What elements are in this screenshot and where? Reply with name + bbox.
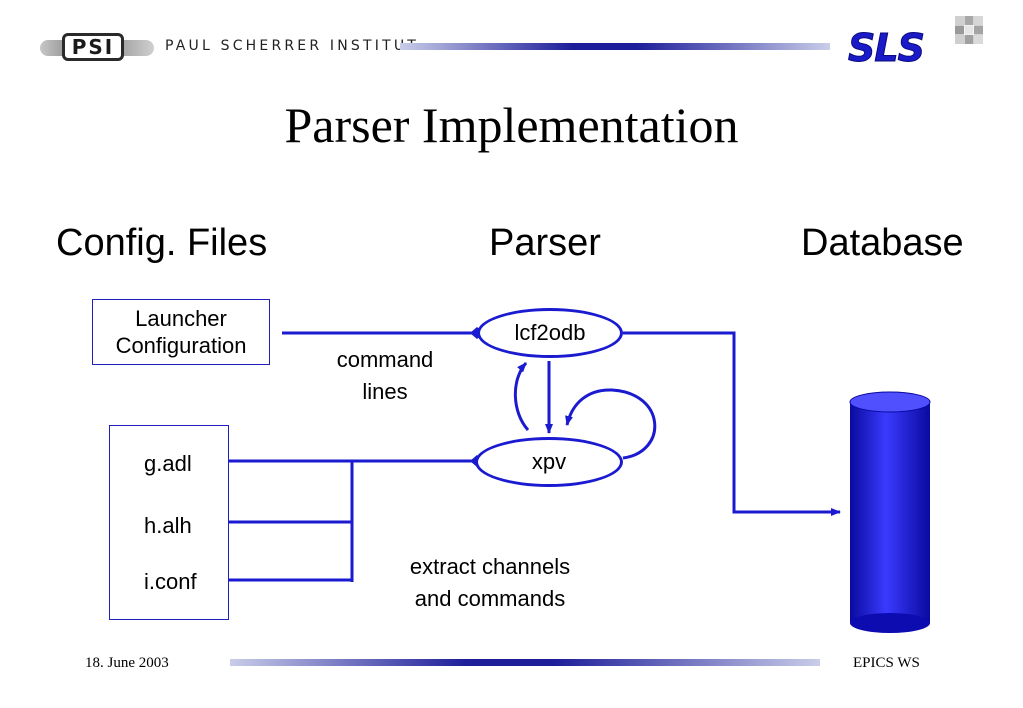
annotation-command-line1: command <box>336 347 434 372</box>
annotation-extract-channels: extract channels and commands <box>380 551 600 615</box>
footer-date: 18. June 2003 <box>85 655 169 671</box>
annotation-command-lines: command lines <box>315 344 455 408</box>
database-cylinder <box>849 391 931 633</box>
xpv-node: xpv <box>475 437 623 487</box>
xpv-label: xpv <box>531 449 567 474</box>
annotation-extract-line2: and commands <box>414 585 566 611</box>
annotation-command-line2: lines <box>362 378 408 404</box>
lcf2odb-label: lcf2odb <box>514 320 586 345</box>
file-iconf: i.conf <box>144 569 197 594</box>
sls-grid-icon <box>955 16 983 44</box>
footer-event: EPICS WS <box>853 655 920 671</box>
launcher-label-line1: Launcher <box>135 305 227 331</box>
file-gadl: g.adl <box>144 451 192 476</box>
launcher-configuration-box: Launcher Configuration <box>92 299 270 365</box>
annotation-extract-line1: extract channels <box>409 554 571 579</box>
column-heading-database: Database <box>801 222 964 264</box>
arrow-xpv-self-loop <box>565 388 657 460</box>
lcf2odb-node: lcf2odb <box>477 308 623 358</box>
slide-title: Parser Implementation <box>284 97 739 153</box>
config-files-box <box>109 425 229 620</box>
psi-logo: PSI <box>62 33 124 61</box>
launcher-label-line2: Configuration <box>115 333 247 358</box>
column-heading-parser: Parser <box>489 222 601 264</box>
arrow-xpv-to-lcf2odb <box>513 362 530 431</box>
header-gradient-line <box>400 43 830 50</box>
institute-name: PAUL SCHERRER INSTITUT <box>165 38 420 54</box>
sls-logo: SLS <box>848 26 926 71</box>
column-heading-config-files: Config. Files <box>56 222 268 264</box>
header-mid-bar <box>124 40 154 56</box>
connector-lcf2odb-database <box>623 331 841 516</box>
file-halh: h.alh <box>144 513 192 538</box>
header-left-bar <box>40 40 62 56</box>
footer-gradient-line <box>230 659 820 666</box>
